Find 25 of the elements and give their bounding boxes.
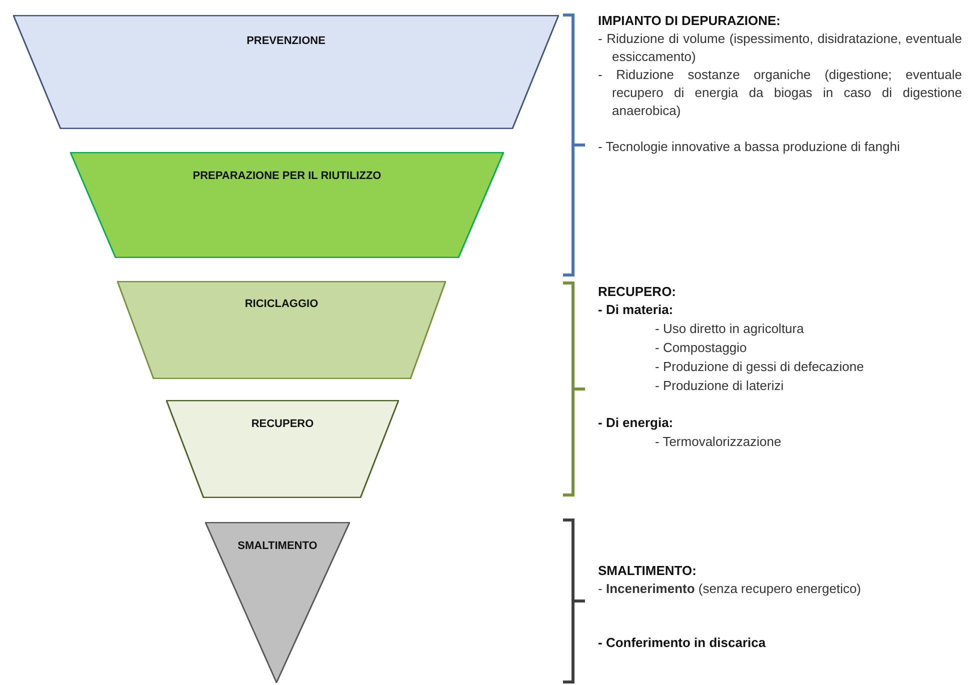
- tier-label: SMALTIMENTO: [236, 540, 318, 552]
- funnel-tier: [166, 400, 399, 498]
- tier-label: PREVENZIONE: [246, 35, 326, 47]
- funnel-tier: [13, 15, 559, 129]
- tier-label: RECUPERO: [250, 418, 315, 430]
- list-item: - Termovalorizzazione: [655, 433, 782, 451]
- funnel-tier: [70, 152, 504, 258]
- section-heading: SMALTIMENTO:: [598, 562, 698, 580]
- list-item: - Di materia:: [598, 301, 674, 319]
- section-heading: IMPIANTO DI DEPURAZIONE:: [598, 12, 782, 30]
- section-heading: RECUPERO:: [598, 283, 678, 301]
- list-item: - Di energia:: [598, 414, 674, 432]
- list-item: - Uso diretto in agricoltura: [655, 320, 805, 338]
- funnel-tier: [205, 522, 350, 683]
- list-item: - Incenerimento (senza recupero energetico): [598, 580, 862, 598]
- tier-label: PREPARAZIONE PER IL RIUTILIZZO: [192, 170, 382, 182]
- list-item: - Riduzione sostanze organiche (digestione; eventuale recupero di energia da biogas in caso di digestione anaerobica): [598, 66, 962, 120]
- list-item: - Produzione di gessi di defecazione: [655, 358, 865, 376]
- list-item: - Produzione di laterizi: [655, 377, 785, 395]
- list-item: - Riduzione di volume (ispessimento, disidratazione, eventuale essiccamento): [598, 30, 962, 66]
- list-item: - Compostaggio: [655, 339, 748, 357]
- funnel-tier: [117, 281, 446, 379]
- tier-label: RICICLAGGIO: [244, 298, 320, 310]
- list-item: - Conferimento in discarica: [598, 634, 767, 652]
- list-item: - Tecnologie innovative a bassa produzione di fanghi: [598, 138, 901, 156]
